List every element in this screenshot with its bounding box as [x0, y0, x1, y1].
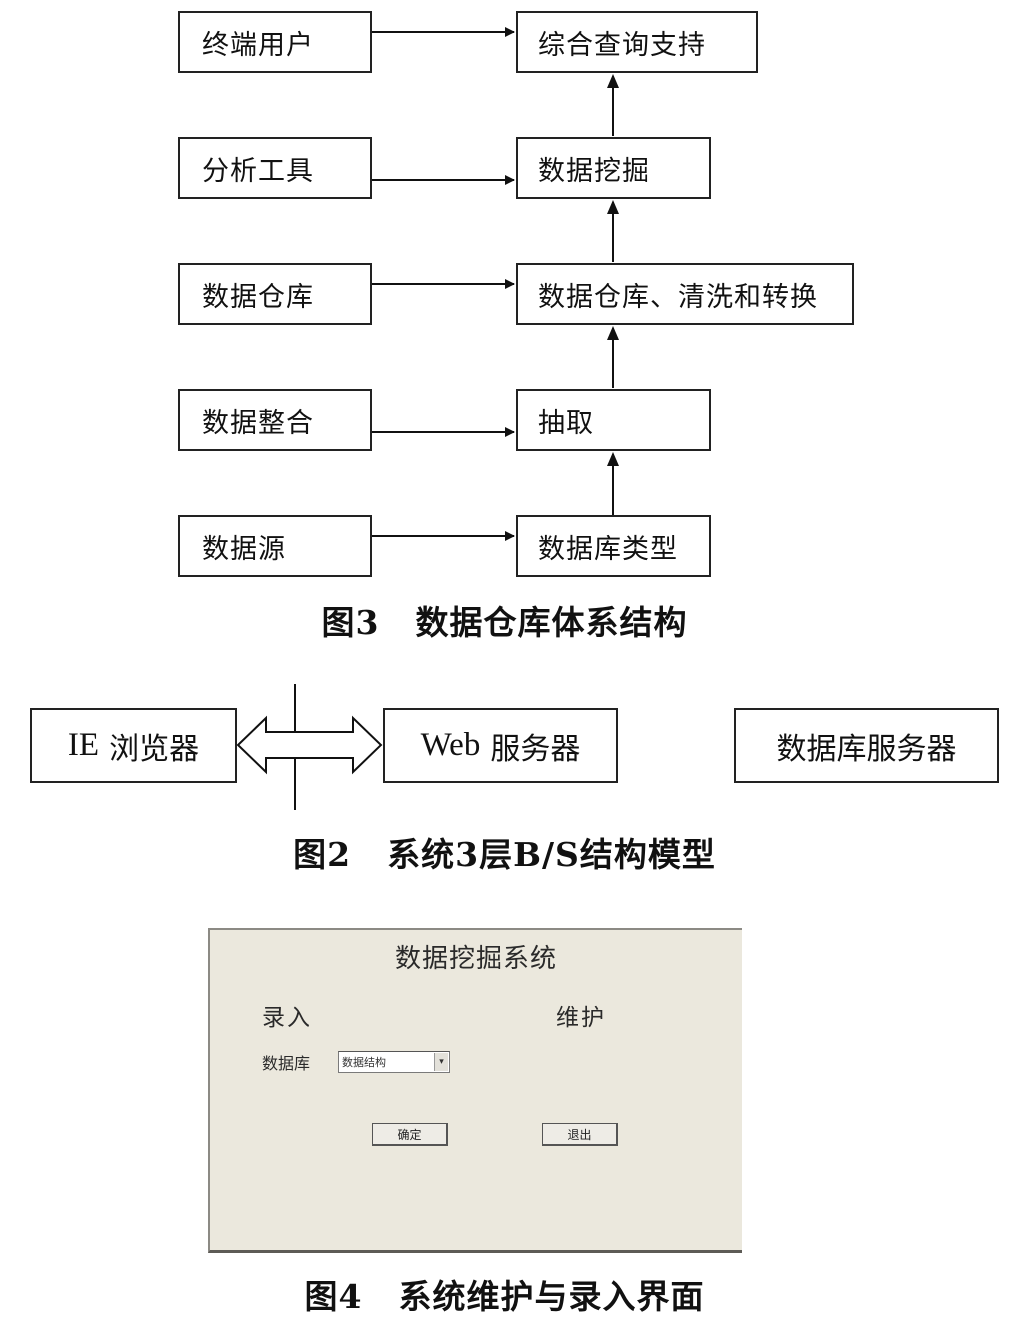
database-select[interactable]: 数据结构 ▾: [338, 1051, 450, 1073]
figure4-caption-text: 系统维护与录入界面: [398, 1277, 705, 1316]
server-label: 服务器: [490, 731, 581, 767]
fig3-right-box-data-mining: 数据挖掘: [516, 137, 711, 199]
database-label: 数据库: [262, 1054, 311, 1073]
figure3-caption-text: 数据仓库体系结构: [415, 603, 688, 642]
database-select-value: 数据结构: [342, 1056, 386, 1069]
fig3-right-box-extract: 抽取: [516, 389, 711, 451]
maintain-heading: 维护: [556, 1005, 606, 1031]
browser-label: 浏览器: [109, 731, 200, 767]
web-label: Web: [420, 727, 481, 763]
figure4-caption: 图4 系统维护与录入界面: [0, 1270, 1009, 1318]
figure2-caption-text: 系统3层B/S结构模型: [387, 835, 716, 874]
fig3-left-box-end-user: 终端用户: [178, 11, 372, 73]
fig3-right-box-database-types: 数据库类型: [516, 515, 711, 577]
figure3-caption: 图3 数据仓库体系结构: [0, 596, 1009, 644]
ie-label: IE: [67, 727, 100, 763]
figure2-caption-number: 图2: [293, 835, 352, 874]
chevron-down-icon[interactable]: ▾: [434, 1053, 448, 1071]
double-arrow-icon: [236, 715, 383, 775]
entry-heading: 录入: [262, 1005, 312, 1031]
ok-button[interactable]: 确定: [372, 1123, 448, 1146]
fig3-left-box-data-warehouse: 数据仓库: [178, 263, 372, 325]
fig3-left-box-data-source: 数据源: [178, 515, 372, 577]
figure4-caption-number: 图4: [304, 1277, 363, 1316]
window-title: 数据挖掘系统: [394, 944, 557, 974]
figure2-caption: 图2 系统3层B/S结构模型: [0, 828, 1009, 876]
exit-button[interactable]: 退出: [542, 1123, 618, 1146]
fig3-right-box-query-support: 综合查询支持: [516, 11, 758, 73]
fig3-left-box-analysis-tools: 分析工具: [178, 137, 372, 199]
figure3-caption-number: 图3: [321, 603, 380, 642]
mining-system-window: 数据挖掘系统 录入 维护 数据库 数据结构 ▾ 确定 退出: [208, 928, 742, 1253]
database-server-box: 数据库服务器: [734, 708, 999, 783]
fig3-right-box-warehouse-clean-transform: 数据仓库、清洗和转换: [516, 263, 854, 325]
fig3-left-box-data-integration: 数据整合: [178, 389, 372, 451]
